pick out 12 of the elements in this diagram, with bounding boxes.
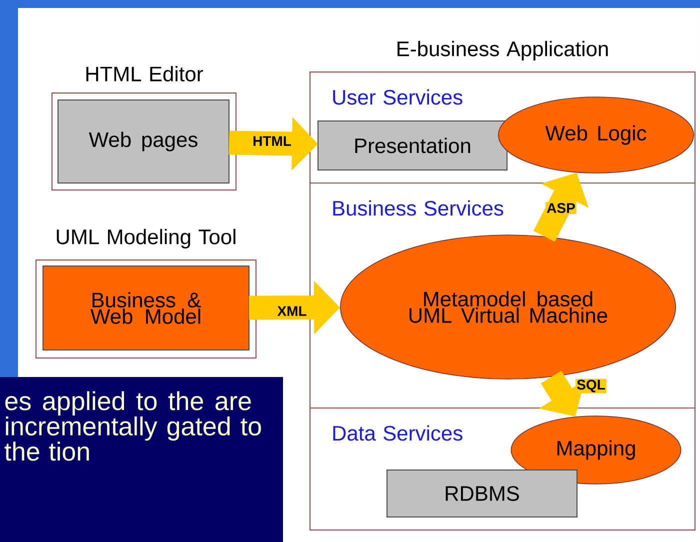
component-box: RDBMS	[386, 470, 578, 518]
node-label: E-business Application	[398, 40, 608, 60]
node-label: HTML Editor	[86, 66, 204, 82]
edge-label: SQL	[576, 378, 606, 394]
edge-label: ASP	[546, 202, 576, 214]
node-label: UML Modeling Tool	[56, 228, 236, 248]
edge-label: XML	[276, 305, 308, 317]
model-box: Business & Web Model	[42, 266, 250, 350]
note-box: es applied to the are incrementally gated to the tion	[0, 377, 283, 542]
component-box: Presentation	[318, 120, 508, 170]
component-box: Web pages	[58, 100, 230, 184]
edge-label: HTML	[252, 135, 292, 147]
